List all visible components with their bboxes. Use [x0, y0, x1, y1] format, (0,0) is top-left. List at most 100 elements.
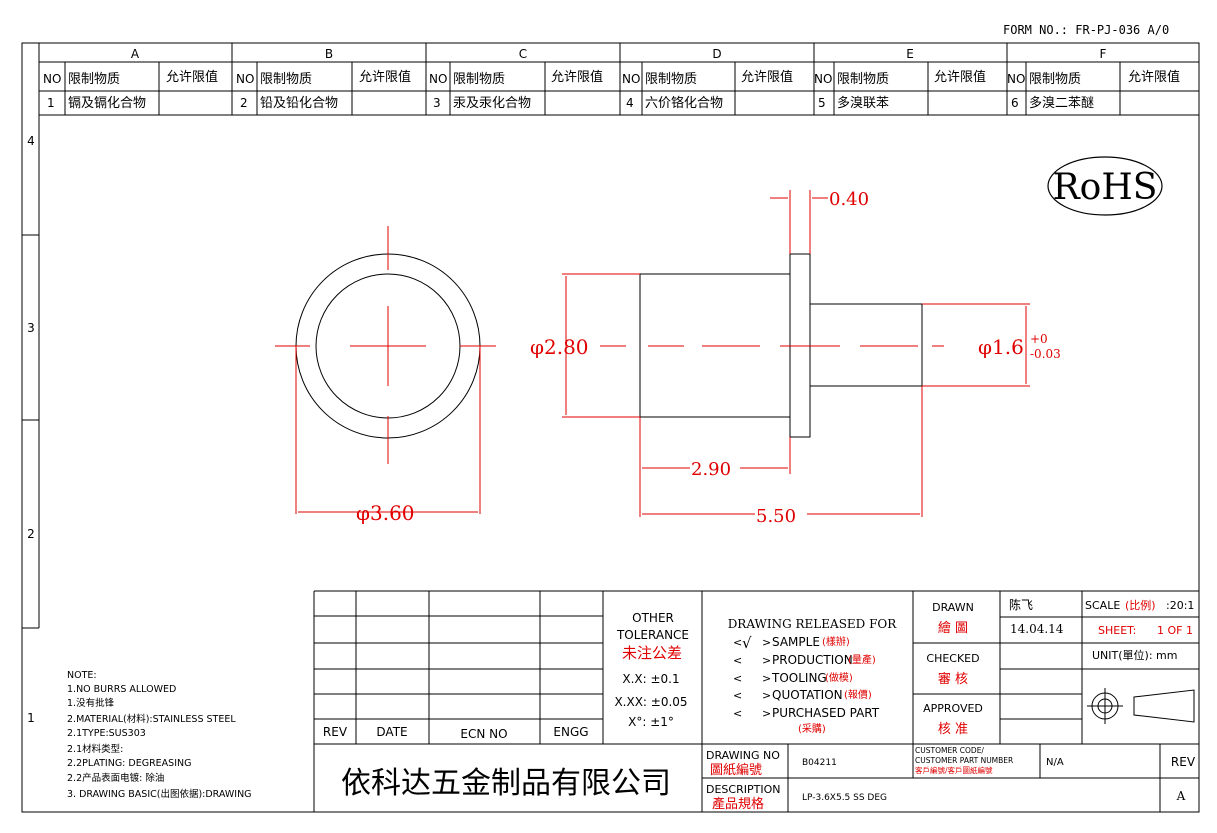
- drawn-by: 陈飞: [1009, 597, 1033, 612]
- description-label-cn: 產品規格: [712, 796, 764, 812]
- svg-text:>: >: [762, 654, 771, 667]
- release-item-sample: < √ > SAMPLE (樣辦): [733, 634, 850, 652]
- svg-text:>: >: [762, 636, 771, 649]
- substance-header-no: NO: [622, 72, 640, 86]
- release-item-cn: (報價): [844, 688, 872, 701]
- checked-label: CHECKED: [926, 652, 979, 665]
- substance-group-1: NO 限制物质 允许限值 1 镉及镉化合物: [43, 62, 218, 115]
- substance-header-name: 限制物质: [453, 72, 505, 87]
- drawing-number-field: DRAWING NO 圖紙編號 B04211: [706, 749, 837, 778]
- substance-header-no: NO: [43, 72, 61, 86]
- sheet-value: 1 OF 1: [1157, 624, 1193, 637]
- substance-group-3: NO 限制物质 允许限值 3 汞及汞化合物: [429, 62, 603, 115]
- description-field: DESCRIPTION 產品規格 LP-3.6X5.5 SS DEG: [706, 783, 887, 812]
- note-line: 2.2PLATING: DEGREASING: [67, 758, 191, 769]
- side-view-dimension-lines: [562, 190, 1030, 517]
- release-item-label: SAMPLE: [772, 635, 820, 649]
- release-checkmark: √: [742, 634, 752, 652]
- total-length-dimension: 5.50: [756, 506, 796, 527]
- tolerance-title-line1: OTHER: [632, 611, 674, 625]
- substance-no: 5: [818, 96, 826, 110]
- zone-column-labels: A B C D E F: [131, 47, 1107, 61]
- drawn-label: DRAWN: [932, 601, 974, 614]
- customer-code-label-line2: CUSTOMER PART NUMBER: [915, 756, 1013, 765]
- svg-text:>: >: [762, 689, 771, 702]
- scale-label-cn: (比例): [1125, 598, 1156, 612]
- release-item-cn: (采購): [798, 722, 826, 735]
- substance-header-limit: 允许限值: [359, 69, 411, 85]
- scale-label: SCALE: [1085, 599, 1120, 612]
- svg-text:>: >: [762, 707, 771, 720]
- substance-header-limit: 允许限值: [1128, 69, 1180, 85]
- zone-label-e: E: [906, 47, 914, 61]
- release-block: DRAWING RELEASED FOR < √ > SAMPLE (樣辦) <…: [728, 617, 898, 735]
- note-line: 3. DRAWING BASIC(出图依据):DRAWING: [67, 788, 252, 800]
- substance-no: 1: [47, 96, 55, 110]
- engg-column-header: ENGG: [553, 725, 588, 739]
- release-item-quotation: < > QUOTATION (報價): [733, 688, 872, 702]
- zone-label-b: B: [325, 47, 333, 61]
- tolerance-title-cn: 未注公差: [622, 644, 682, 662]
- note-line: 2.MATERIAL(材料):STAINLESS STEEL: [67, 713, 236, 725]
- description-value: LP-3.6X5.5 SS DEG: [802, 793, 887, 803]
- release-item-cn: (做模): [825, 671, 853, 684]
- release-item-purchased-part: < > PURCHASED PART (采購): [733, 706, 880, 735]
- tolerance-block: OTHER TOLERANCE 未注公差 X.X: ±0.1 X.XX: ±0.…: [614, 611, 689, 729]
- note-line: NOTE:: [67, 670, 97, 681]
- body-length-dimension: 2.90: [691, 459, 731, 480]
- unit-field: UNIT(單位): mm: [1092, 648, 1177, 662]
- substance-name: 六价铬化合物: [645, 95, 723, 111]
- scale-field: SCALE (比例) :20:1: [1085, 598, 1194, 612]
- tolerance-angle: X°: ±1°: [628, 715, 674, 729]
- substance-header-limit: 允许限值: [741, 69, 793, 85]
- rohs-label: RoHS: [1053, 167, 1158, 208]
- substance-group-6: NO 限制物质 允许限值 6 多溴二苯醚: [1007, 62, 1180, 115]
- projection-symbol-icon: [1087, 688, 1195, 724]
- ecn-column-header: ECN NO: [460, 727, 507, 741]
- substance-no: 2: [240, 96, 248, 110]
- zone-label-c: C: [519, 47, 527, 61]
- note-line: 1.NO BURRS ALLOWED: [67, 684, 176, 695]
- drawing-number-label-cn: 圖紙編號: [710, 762, 762, 778]
- front-view: φ3.60: [275, 226, 496, 525]
- note-line: 2.1TYPE:SUS303: [67, 728, 146, 739]
- customer-code-value: N/A: [1046, 757, 1064, 768]
- release-item-label: PRODUCTION: [772, 653, 853, 667]
- signoff-block: DRAWN 繪 圖 CHECKED 審 核 APPROVED 核 准: [923, 601, 983, 737]
- substance-header-name: 限制物质: [260, 72, 312, 87]
- drawing-number-value: B04211: [802, 758, 837, 768]
- note-line: 1.没有批锋: [67, 697, 115, 709]
- rev-box-value: A: [1176, 789, 1186, 803]
- substance-name: 多溴二苯醚: [1029, 95, 1094, 111]
- substance-header-no: NO: [429, 72, 447, 86]
- substance-header-name: 限制物质: [645, 72, 697, 87]
- note-line: 2.2产品表面电镀: 除油: [67, 772, 164, 784]
- zone-label-4: 4: [27, 134, 35, 148]
- release-title: DRAWING RELEASED FOR: [728, 617, 898, 631]
- substance-no: 4: [626, 96, 634, 110]
- release-item-tooling: < > TOOLING (做模): [733, 671, 853, 685]
- form-number: FORM NO.: FR-PJ-036 A/0: [1003, 23, 1169, 37]
- substance-header-name: 限制物质: [1029, 72, 1081, 87]
- note-line: 2.1材料类型:: [67, 743, 123, 755]
- rev-column-header: REV: [323, 725, 348, 739]
- substance-group-4: NO 限制物质 允许限值 4 六价铬化合物: [622, 62, 793, 115]
- substance-header-name: 限制物质: [837, 72, 889, 87]
- rev-box-label: REV: [1171, 755, 1196, 769]
- customer-code-field: CUSTOMER CODE/ CUSTOMER PART NUMBER 客戶編號…: [915, 746, 1064, 775]
- svg-text:<: <: [733, 654, 742, 667]
- svg-text:<: <: [733, 707, 742, 720]
- customer-code-label-line1: CUSTOMER CODE/: [915, 746, 984, 755]
- flange-dimension: 0.40: [829, 189, 869, 210]
- body-diameter-dimension: φ2.80: [530, 335, 589, 359]
- checked-label-cn: 審 核: [938, 672, 968, 687]
- substance-group-2: NO 限制物质 允许限值 2 铅及铅化合物: [236, 62, 411, 115]
- substance-header-limit: 允许限值: [551, 69, 603, 85]
- side-view: φ2.80 φ1.6 +0 -0.03 0.40 2.90 5.50: [530, 189, 1061, 527]
- zone-label-1: 1: [27, 711, 35, 725]
- release-item-cn: (量產): [848, 653, 876, 666]
- front-view-centerlines: [275, 226, 496, 514]
- svg-text:<: <: [733, 636, 742, 649]
- zone-label-3: 3: [27, 321, 35, 335]
